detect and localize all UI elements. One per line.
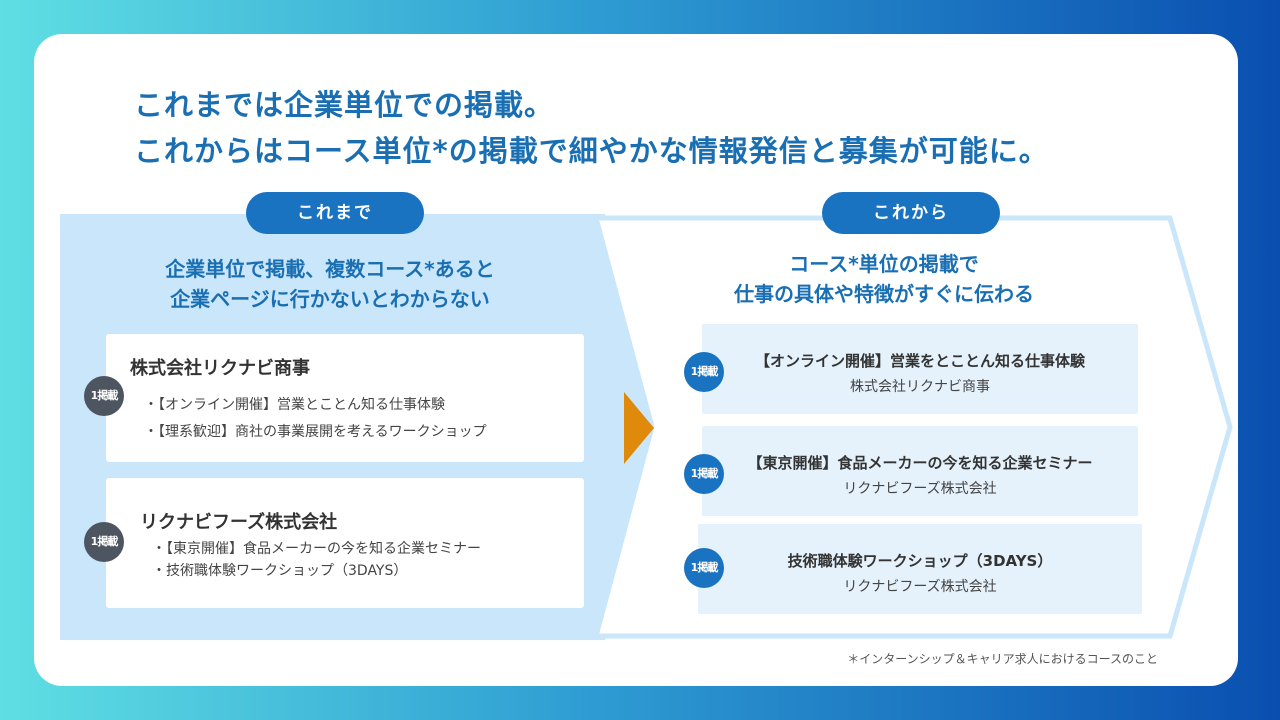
course-item: ・【理系歓迎】商社の事業展開を考えるワークショップ: [144, 424, 487, 440]
before-heading-line-2: 企業ページに行かないとわからない: [170, 287, 490, 311]
after-heading-line-2: 仕事の具体や特徴がすぐに伝わる: [734, 282, 1034, 306]
course-company: リクナビフーズ株式会社: [843, 579, 997, 595]
course-card: 技術職体験ワークショップ（3DAYS） リクナビフーズ株式会社: [698, 524, 1142, 614]
headline-line-1: これまでは企業単位での掲載。: [134, 88, 555, 122]
before-heading: 企業単位で掲載、複数コース*あると 企業ページに行かないとわからない: [100, 254, 560, 314]
course-card: 【オンライン開催】営業をとことん知る仕事体験 株式会社リクナビ商事: [702, 324, 1138, 414]
course-title: 【東京開催】食品メーカーの今を知る企業セミナー: [747, 454, 1093, 472]
before-label-pill: これまで: [246, 192, 424, 234]
after-heading-line-1: コース*単位の掲載で: [789, 252, 979, 276]
company-name: 株式会社リクナビ商事: [130, 358, 310, 379]
course-list: ・【東京開催】食品メーカーの今を知る企業セミナー ・技術職体験ワークショップ（3…: [152, 538, 481, 582]
main-card: これまでは企業単位での掲載。 これからはコース単位*の掲載で細やかな情報発信と募…: [34, 34, 1238, 686]
listing-count-badge: 1掲載: [684, 454, 724, 494]
headline-line-2: これからはコース単位*の掲載で細やかな情報発信と募集が可能に。: [134, 134, 1049, 168]
company-name: リクナビフーズ株式会社: [140, 512, 338, 533]
course-card: 【東京開催】食品メーカーの今を知る企業セミナー リクナビフーズ株式会社: [702, 426, 1138, 516]
course-list: ・【オンライン開催】営業とことん知る仕事体験 ・【理系歓迎】商社の事業展開を考え…: [144, 392, 487, 446]
company-card: リクナビフーズ株式会社 ・【東京開催】食品メーカーの今を知る企業セミナー ・技術…: [106, 478, 584, 608]
course-company: 株式会社リクナビ商事: [850, 379, 990, 395]
course-company: リクナビフーズ株式会社: [843, 481, 997, 497]
course-title: 技術職体験ワークショップ（3DAYS）: [787, 552, 1053, 570]
after-heading: コース*単位の掲載で 仕事の具体や特徴がすぐに伝わる: [684, 249, 1084, 309]
company-card: 株式会社リクナビ商事 ・【オンライン開催】営業とことん知る仕事体験 ・【理系歓迎…: [106, 334, 584, 462]
course-item: ・技術職体験ワークショップ（3DAYS）: [152, 563, 408, 579]
course-item: ・【東京開催】食品メーカーの今を知る企業セミナー: [152, 541, 481, 557]
before-heading-line-1: 企業単位で掲載、複数コース*あると: [165, 257, 495, 281]
course-title: 【オンライン開催】営業をとことん知る仕事体験: [754, 352, 1085, 370]
headline: これまでは企業単位での掲載。 これからはコース単位*の掲載で細やかな情報発信と募…: [134, 82, 1214, 174]
listing-count-badge: 1掲載: [684, 352, 724, 392]
listing-count-badge: 1掲載: [84, 522, 124, 562]
listing-count-badge: 1掲載: [84, 376, 124, 416]
after-label-pill: これから: [822, 192, 1000, 234]
footnote: ＊インターンシップ＆キャリア求人におけるコースのこと: [847, 652, 1158, 666]
course-item: ・【オンライン開催】営業とことん知る仕事体験: [144, 397, 445, 413]
transition-arrow-icon: [624, 392, 654, 464]
listing-count-badge: 1掲載: [684, 548, 724, 588]
